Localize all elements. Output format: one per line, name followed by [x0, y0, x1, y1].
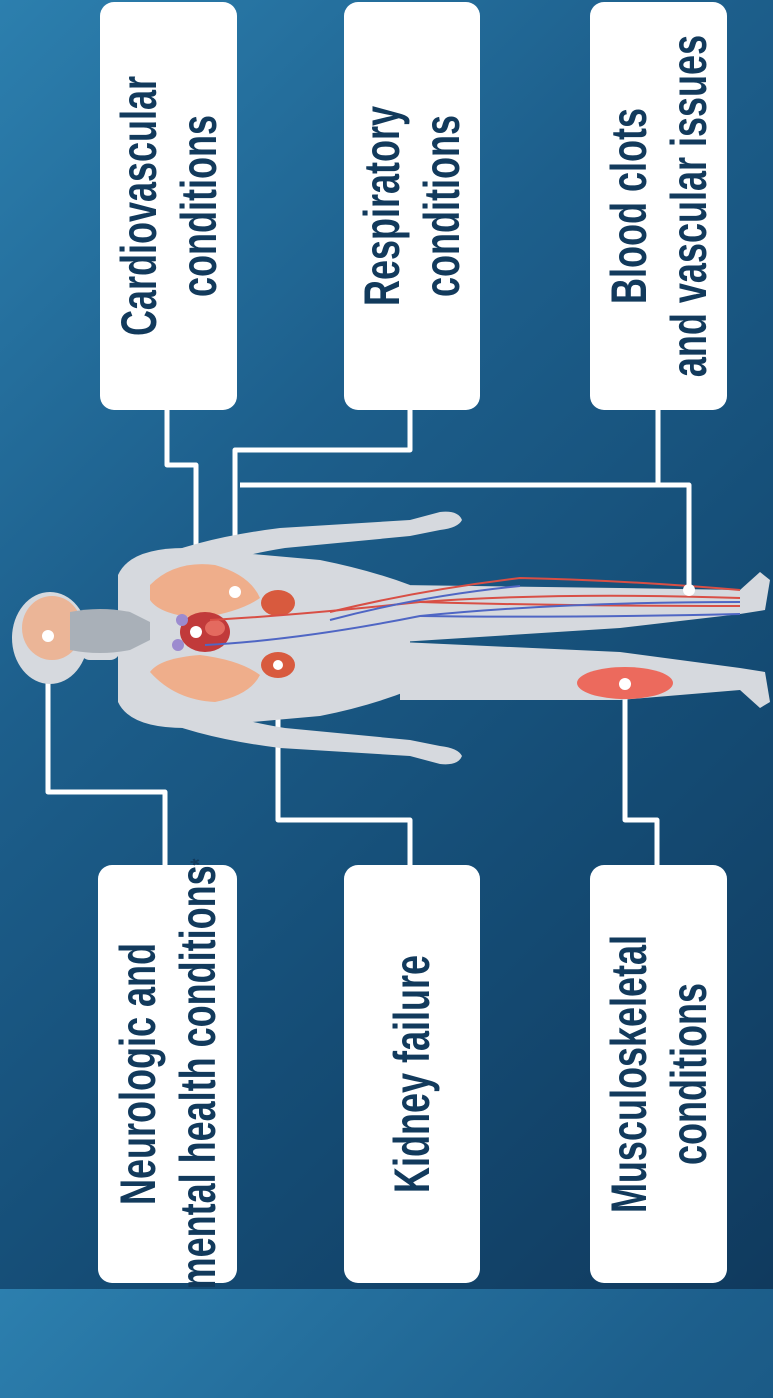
kidney-dot	[273, 660, 283, 670]
respiratory-label: Respiratory conditions	[352, 0, 472, 530]
footnote-mark: *	[186, 859, 213, 866]
respiratory-callout: Respiratory conditions	[344, 2, 480, 410]
blood-clots-callout: Blood clots and vascular issues	[590, 2, 727, 410]
blood-clots-label: Blood clots and vascular issues	[599, 0, 719, 530]
kidney-callout: Kidney failure	[344, 865, 480, 1283]
musculoskeletal-label: Musculoskeletal conditions	[599, 750, 719, 1398]
leg-top	[400, 572, 770, 642]
neurologic-callout: Neurologic and mental health conditions*	[98, 865, 237, 1283]
neurologic-label: Neurologic and mental health conditions*	[108, 750, 228, 1398]
kidney-label: Kidney failure	[382, 750, 442, 1398]
cardiovascular-label: Cardiovascular conditions	[109, 0, 229, 530]
musculoskeletal-callout: Musculoskeletal conditions	[590, 865, 727, 1283]
cardiovascular-callout: Cardiovascular conditions	[100, 2, 237, 410]
